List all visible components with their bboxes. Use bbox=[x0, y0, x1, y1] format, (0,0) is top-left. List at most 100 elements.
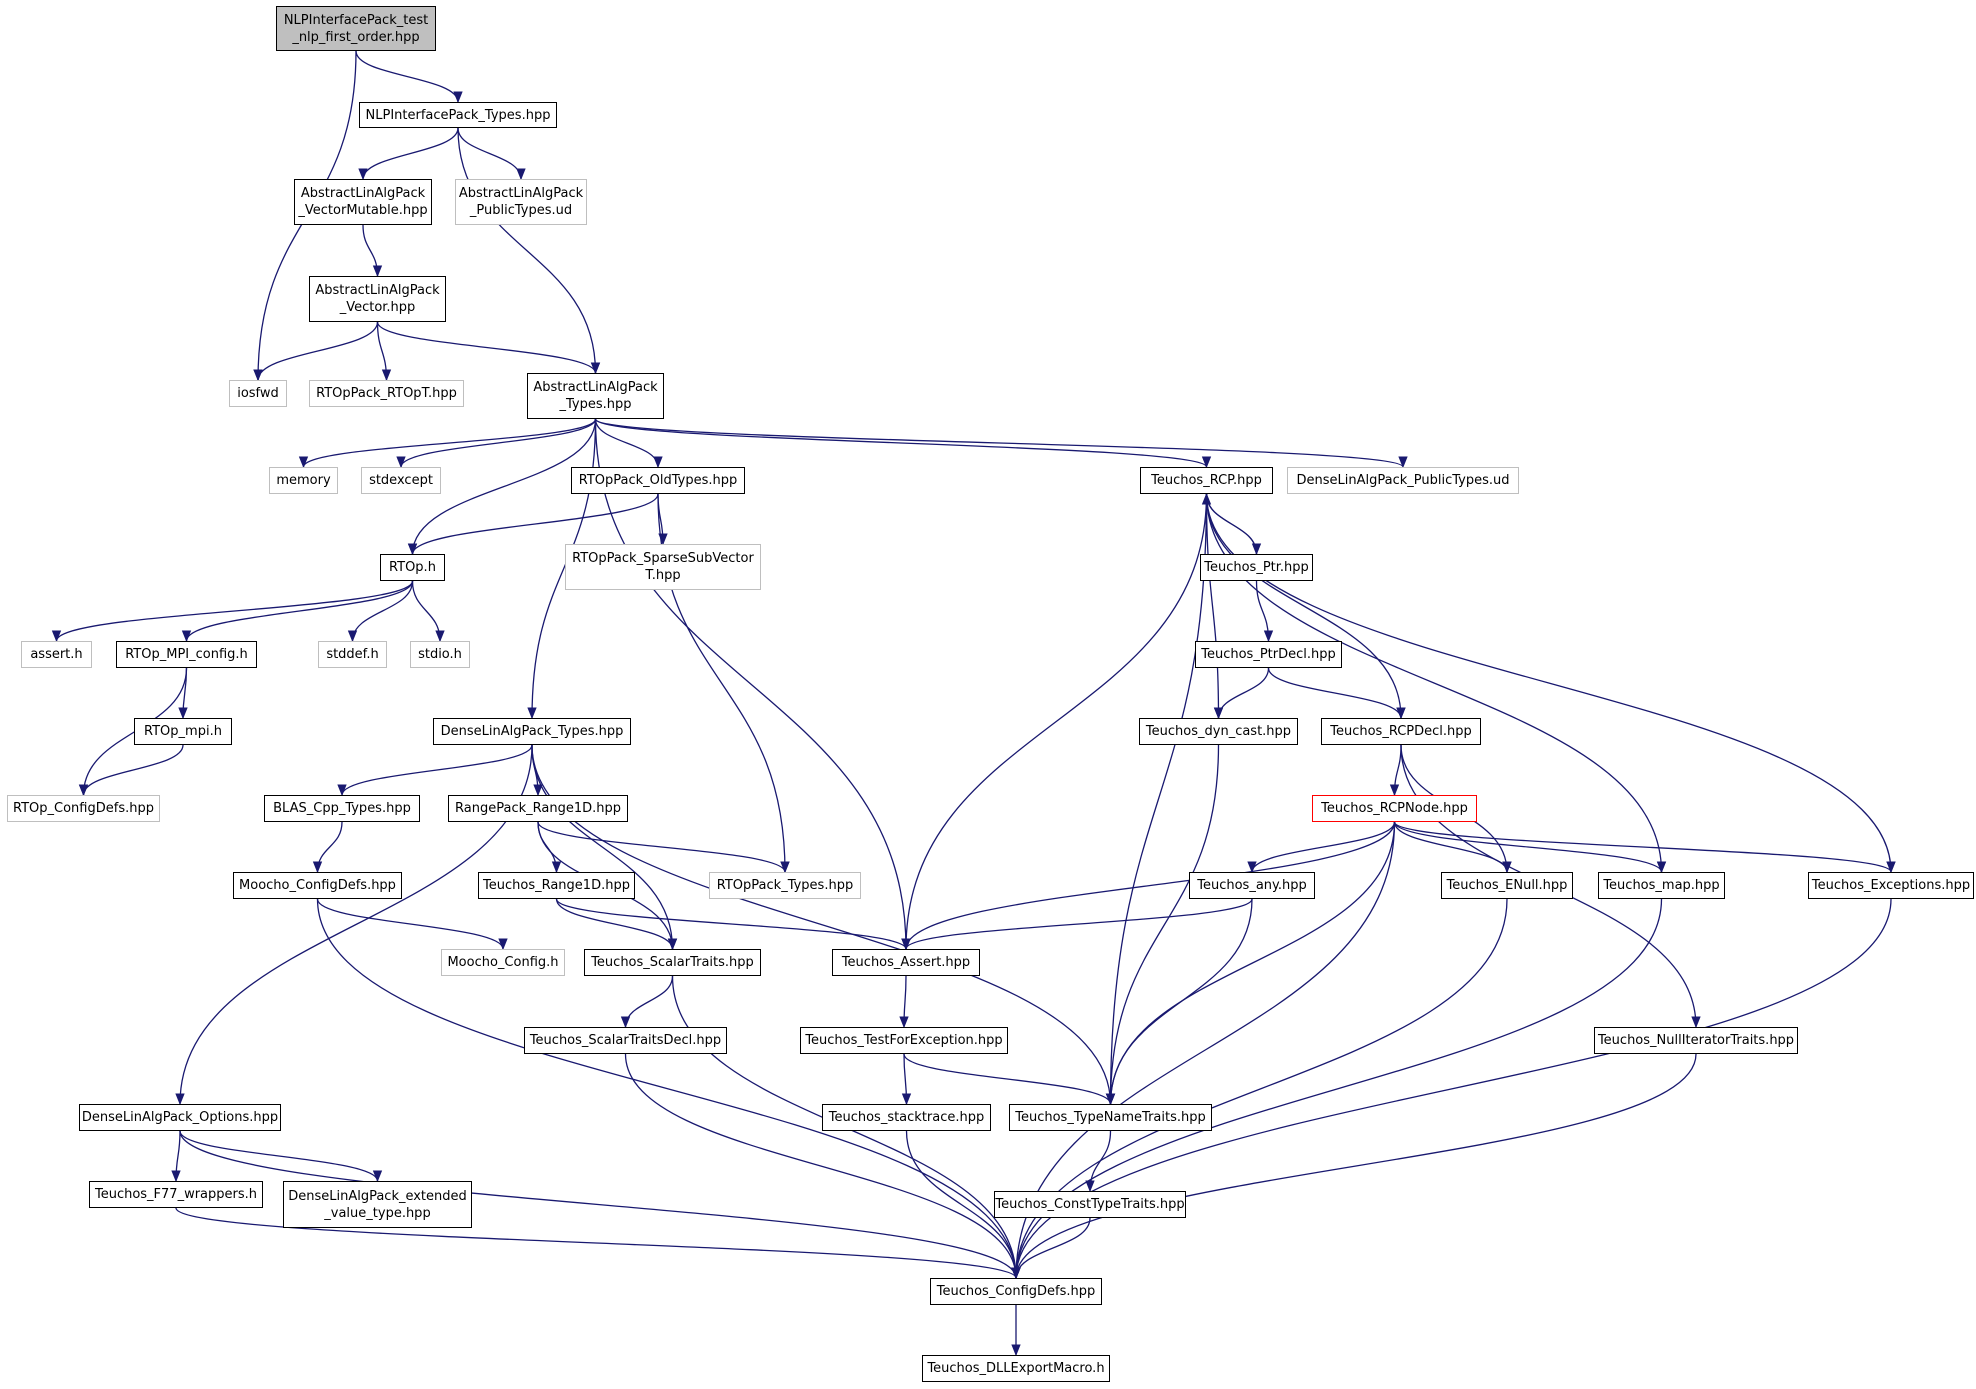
node-ala-vm[interactable]: AbstractLinAlgPack _VectorMutable.hpp bbox=[294, 179, 432, 225]
edge-rtop_h-to-stddef bbox=[347, 580, 414, 643]
edge-ala_v-to-iosfwd bbox=[253, 321, 379, 382]
edge-rcpnode-to-map bbox=[1393, 821, 1667, 874]
edge-rcpnode-to-exceptions bbox=[1393, 821, 1896, 874]
node-stddef: stddef.h bbox=[318, 641, 387, 668]
node-ptrdecl[interactable]: Teuchos_PtrDecl.hpp bbox=[1195, 641, 1342, 668]
edge-ala_v-to-rtop_t bbox=[376, 321, 392, 382]
node-dyncast[interactable]: Teuchos_dyn_cast.hpp bbox=[1139, 718, 1298, 745]
node-t-range1d[interactable]: Teuchos_Range1D.hpp bbox=[478, 872, 635, 899]
node-dense-opts[interactable]: DenseLinAlgPack_Options.hpp bbox=[79, 1104, 281, 1131]
node-rtop-ssv: RTOpPack_SparseSubVector T.hpp bbox=[565, 544, 761, 590]
node-dense-put: DenseLinAlgPack_PublicTypes.ud bbox=[1287, 467, 1519, 494]
node-dense-types[interactable]: DenseLinAlgPack_Types.hpp bbox=[433, 718, 631, 745]
node-nlp-types[interactable]: NLPInterfacePack_Types.hpp bbox=[359, 102, 557, 128]
edge-t_range1d-to-scalartraits bbox=[555, 898, 678, 951]
edge-dense_opts-to-dense_ext bbox=[179, 1130, 383, 1183]
node-rtop-t: RTOpPack_RTOpT.hpp bbox=[309, 380, 464, 407]
node-t-configdefs[interactable]: Teuchos_ConfigDefs.hpp bbox=[930, 1278, 1102, 1305]
node-stdio: stdio.h bbox=[410, 641, 470, 668]
node-rtop-mpi[interactable]: RTOp_mpi.h bbox=[134, 718, 232, 745]
edge-ptr-to-ptrdecl bbox=[1255, 580, 1274, 643]
edge-any-to-t_assert bbox=[901, 898, 1253, 951]
edge-ala_types-to-rcp bbox=[594, 418, 1211, 469]
edge-nlp_types-to-ala_types bbox=[457, 127, 601, 375]
node-nulliter[interactable]: Teuchos_NullIteratorTraits.hpp bbox=[1594, 1027, 1798, 1054]
node-moocho-cfg: Moocho_Config.h bbox=[441, 949, 565, 976]
edge-ala_types-to-memory bbox=[298, 418, 597, 469]
edge-dense_opts-to-t_configdefs bbox=[179, 1130, 1021, 1280]
node-map[interactable]: Teuchos_map.hpp bbox=[1598, 872, 1725, 899]
node-range1d-rp[interactable]: RangePack_Range1D.hpp bbox=[448, 795, 628, 822]
node-f77[interactable]: Teuchos_F77_wrappers.h bbox=[89, 1181, 263, 1208]
node-rtop-old[interactable]: RTOpPack_OldTypes.hpp bbox=[571, 467, 745, 494]
node-enull[interactable]: Teuchos_ENull.hpp bbox=[1441, 872, 1573, 899]
edge-rtop_mpi-to-rtop_cfg bbox=[78, 744, 184, 797]
edge-consttypetraits-to-t_configdefs bbox=[1011, 1217, 1091, 1280]
node-stdexcept: stdexcept bbox=[361, 467, 441, 494]
node-mpi-config[interactable]: RTOp_MPI_config.h bbox=[116, 641, 257, 668]
edge-scalartraits-to-stdecl bbox=[620, 975, 674, 1029]
edge-root-to-nlp_types bbox=[355, 50, 463, 104]
node-consttypetraits[interactable]: Teuchos_ConstTypeTraits.hpp bbox=[994, 1191, 1186, 1218]
node-dense-ext[interactable]: DenseLinAlgPack_extended _value_type.hpp bbox=[283, 1181, 472, 1228]
edge-ala_types-to-dense_put bbox=[594, 418, 1408, 469]
edge-rcpnode-to-t_assert bbox=[901, 821, 1396, 951]
node-rcpdecl[interactable]: Teuchos_RCPDecl.hpp bbox=[1321, 718, 1481, 745]
edge-ptrdecl-to-dyncast bbox=[1213, 667, 1270, 720]
node-rtop-h[interactable]: RTOp.h bbox=[380, 554, 445, 581]
node-ala-v[interactable]: AbstractLinAlgPack _Vector.hpp bbox=[309, 276, 446, 322]
edge-rtop_h-to-mpi_config bbox=[181, 580, 414, 643]
edge-dense_types-to-blas bbox=[337, 744, 533, 797]
edge-dyncast-to-typenametraits bbox=[1105, 744, 1220, 1106]
edge-rcpdecl-to-rcpnode bbox=[1389, 744, 1402, 797]
node-root[interactable]: NLPInterfacePack_test _nlp_first_order.h… bbox=[276, 6, 436, 51]
edge-testforexc-to-stacktrace bbox=[901, 1053, 912, 1106]
edge-stacktrace-to-t_configdefs bbox=[905, 1130, 1021, 1280]
edge-nlp_types-to-ala_vm bbox=[358, 127, 459, 181]
edge-ala_types-to-rtop_h bbox=[407, 418, 597, 556]
node-memory: memory bbox=[269, 467, 338, 494]
node-t-assert[interactable]: Teuchos_Assert.hpp bbox=[832, 949, 980, 976]
edge-moocho_cd-to-moocho_cfg bbox=[316, 898, 508, 951]
edge-rcpnode-to-enull bbox=[1393, 821, 1512, 874]
edge-rtop_h-to-assert_h bbox=[51, 580, 414, 643]
node-ala-types[interactable]: AbstractLinAlgPack _Types.hpp bbox=[527, 373, 664, 419]
node-rcp[interactable]: Teuchos_RCP.hpp bbox=[1140, 467, 1273, 494]
node-exceptions[interactable]: Teuchos_Exceptions.hpp bbox=[1808, 872, 1974, 899]
edge-rcp-to-dyncast bbox=[1205, 493, 1224, 720]
edge-rcpnode-to-typenametraits bbox=[1105, 821, 1396, 1106]
node-stacktrace[interactable]: Teuchos_stacktrace.hpp bbox=[822, 1104, 991, 1131]
edge-moocho_cd-to-t_configdefs bbox=[316, 898, 1021, 1280]
edge-range1d_rp-to-rtoppack_types bbox=[537, 821, 790, 874]
node-blas[interactable]: BLAS_Cpp_Types.hpp bbox=[264, 795, 420, 822]
edge-nulliter-to-t_configdefs bbox=[1011, 1053, 1697, 1280]
edge-ala_types-to-t_assert bbox=[594, 418, 911, 951]
node-iosfwd: iosfwd bbox=[229, 380, 287, 407]
edge-dense_types-to-scalartraits bbox=[531, 744, 678, 951]
edge-ala_types-to-stdexcept bbox=[396, 418, 597, 469]
node-testforexc[interactable]: Teuchos_TestForException.hpp bbox=[800, 1027, 1008, 1054]
node-any[interactable]: Teuchos_any.hpp bbox=[1189, 872, 1315, 899]
edge-blas-to-moocho_cd bbox=[312, 821, 343, 874]
edge-ptrdecl-to-rcpdecl bbox=[1267, 667, 1406, 720]
edge-rcpnode-to-any bbox=[1247, 821, 1396, 874]
node-moocho-cd[interactable]: Moocho_ConfigDefs.hpp bbox=[233, 872, 402, 899]
edge-rcp-to-rcpdecl bbox=[1205, 493, 1406, 720]
edge-rcp-to-typenametraits bbox=[1105, 493, 1208, 1106]
node-rcpnode[interactable]: Teuchos_RCPNode.hpp bbox=[1312, 795, 1477, 822]
node-scalartraits[interactable]: Teuchos_ScalarTraits.hpp bbox=[584, 949, 761, 976]
edge-rtop_h-to-stdio bbox=[411, 580, 445, 643]
edge-rtop_old-to-rtop_h bbox=[407, 493, 659, 556]
edge-ala_v-to-ala_types bbox=[376, 321, 601, 375]
node-ala-put: AbstractLinAlgPack _PublicTypes.ud bbox=[455, 179, 587, 225]
edge-ptr-to-rcp bbox=[1201, 492, 1258, 555]
node-rtoppack-types: RTOpPack_Types.hpp bbox=[709, 872, 861, 899]
edge-any-to-typenametraits bbox=[1105, 898, 1253, 1106]
edge-ala_vm-to-ala_v bbox=[362, 224, 383, 278]
node-stdecl[interactable]: Teuchos_ScalarTraitsDecl.hpp bbox=[524, 1027, 727, 1054]
node-ptr[interactable]: Teuchos_Ptr.hpp bbox=[1200, 554, 1313, 581]
node-typenametraits[interactable]: Teuchos_TypeNameTraits.hpp bbox=[1009, 1104, 1212, 1131]
node-dllexport[interactable]: Teuchos_DLLExportMacro.h bbox=[922, 1355, 1110, 1382]
